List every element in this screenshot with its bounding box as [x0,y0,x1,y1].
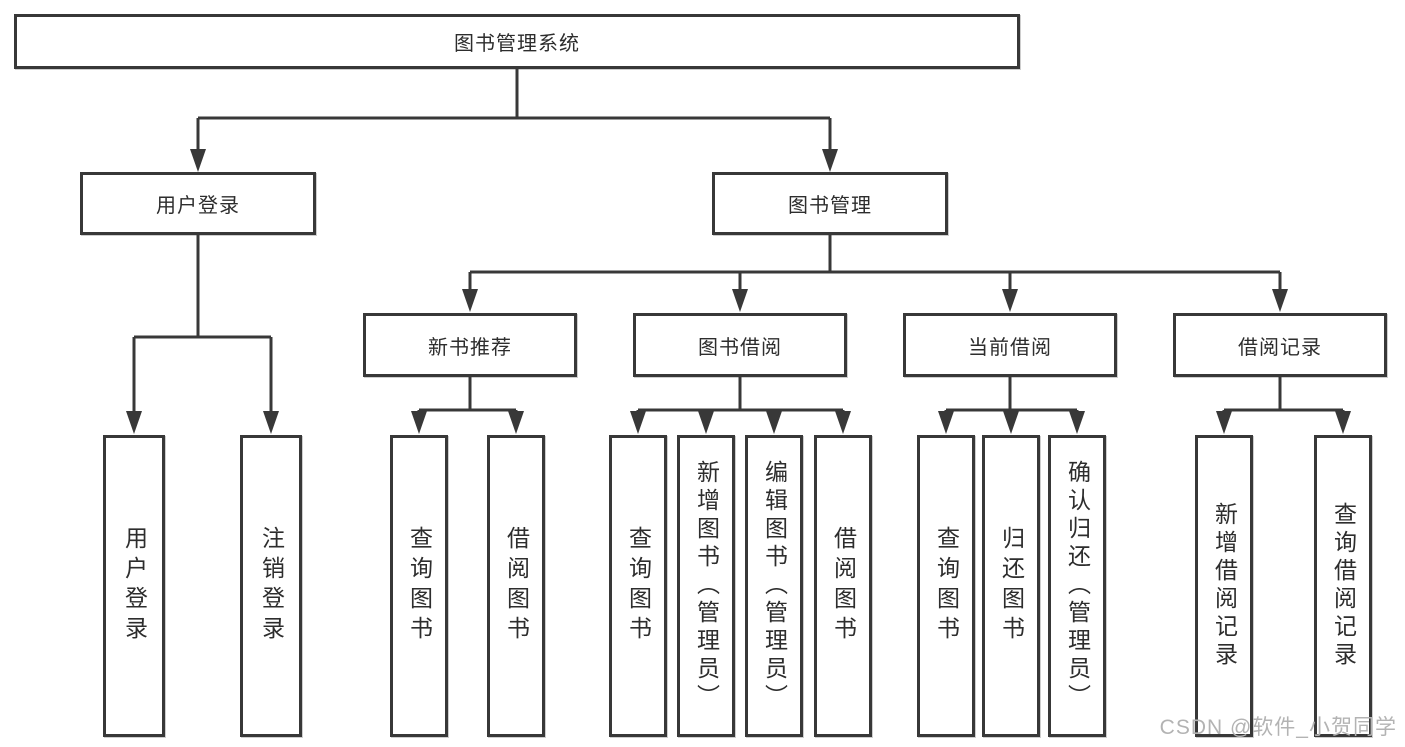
node-new-book-recommend-label: 新书推荐 [428,336,512,359]
leaf-query-borrow-record: 查询借阅记录 [1314,435,1372,737]
node-book-management-label: 图书管理 [788,195,872,217]
leaf-query-books-borrow-label: 查询图书 [625,526,652,646]
node-root: 图书管理系统 [14,14,1020,69]
node-book-management: 图书管理 [712,172,948,235]
leaf-borrow-books-label: 借阅图书 [830,526,857,646]
leaf-return-books-label: 归还图书 [998,526,1025,646]
leaf-edit-book-admin-label: 编辑图书（管理员） [761,460,788,712]
leaf-query-borrow-record-label: 查询借阅记录 [1330,502,1357,670]
leaf-confirm-return-admin: 确认归还（管理员） [1048,435,1106,737]
leaf-logout: 注销登录 [240,435,302,737]
connector-book-borrow-children [636,377,845,413]
leaf-add-book-admin: 新增图书（管理员） [677,435,735,737]
node-new-book-recommend: 新书推荐 [363,313,577,377]
leaf-query-books-current-label: 查询图书 [933,526,960,646]
arrowheads [126,149,1351,434]
connector-current-borrow-children [944,377,1079,413]
leaf-query-books-borrow: 查询图书 [609,435,667,737]
node-borrow-records: 借阅记录 [1173,313,1387,377]
node-current-borrowing: 当前借阅 [903,313,1117,377]
leaf-confirm-return-admin-label: 确认归还（管理员） [1064,460,1091,712]
leaf-add-borrow-record: 新增借阅记录 [1195,435,1253,737]
node-book-borrowing: 图书借阅 [633,313,847,377]
connector-new-book-children [417,377,518,413]
leaf-query-books-current: 查询图书 [917,435,975,737]
leaf-add-borrow-record-label: 新增借阅记录 [1211,502,1238,670]
leaf-edit-book-admin: 编辑图书（管理员） [745,435,803,737]
leaf-user-login: 用户登录 [103,435,165,737]
leaf-user-login-label: 用户登录 [121,526,148,646]
connector-user-login-children [132,235,273,413]
leaf-query-books-recommend-label: 查询图书 [406,526,433,646]
csdn-watermark: CSDN @软件_小贺同学 [1159,716,1397,739]
connector-borrow-records-children [1222,377,1345,413]
leaf-return-books: 归还图书 [982,435,1040,737]
connector-root-to-level2 [196,69,832,151]
leaf-borrow-books-recommend: 借阅图书 [487,435,545,737]
node-root-label: 图书管理系统 [454,33,580,55]
node-current-borrowing-label: 当前借阅 [968,336,1052,359]
node-book-borrowing-label: 图书借阅 [698,336,782,359]
node-user-login: 用户登录 [80,172,316,235]
leaf-logout-label: 注销登录 [258,526,285,646]
leaf-query-books-recommend: 查询图书 [390,435,448,737]
leaf-add-book-admin-label: 新增图书（管理员） [693,460,720,712]
leaf-borrow-books-recommend-label: 借阅图书 [503,526,530,646]
node-user-login-label: 用户登录 [156,195,240,217]
connector-book-management-to-level3 [468,235,1282,291]
node-borrow-records-label: 借阅记录 [1238,336,1322,359]
leaf-borrow-books: 借阅图书 [814,435,872,737]
